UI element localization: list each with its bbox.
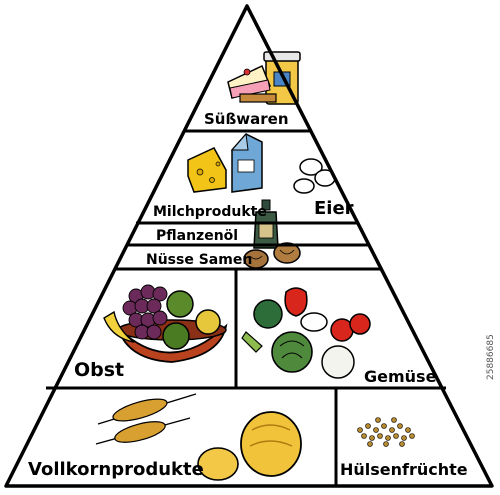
legumes-illustration (357, 417, 415, 447)
pyramid-dividers (46, 129, 446, 486)
vegetables-illustration (241, 287, 371, 379)
wheat-illustration (95, 393, 197, 445)
eggs-illustration (293, 158, 336, 194)
label-nuesse-samen: Nüsse Samen (146, 252, 252, 268)
stock-id-watermark: 25886685 (486, 334, 496, 380)
label-vollkornprodukte: Vollkornprodukte (28, 459, 204, 480)
label-suesswaren: Süßwaren (204, 110, 289, 128)
label-milchprodukte: Milchprodukte (153, 204, 267, 220)
label-gemuese: Gemüse (364, 367, 437, 386)
bread-illustration (197, 411, 302, 481)
nuts-illustration (243, 242, 301, 269)
oil-bottle-illustration (253, 199, 279, 249)
fruit-bowl-illustration (103, 284, 228, 363)
label-pflanzenoel: Pflanzenöl (156, 228, 238, 244)
label-eier: Eier (314, 198, 354, 219)
label-huelsenfruechte: Hülsenfrüchte (340, 460, 468, 479)
label-obst: Obst (74, 359, 124, 381)
dairy-illustration (187, 132, 263, 193)
sweets-illustration (227, 51, 301, 105)
